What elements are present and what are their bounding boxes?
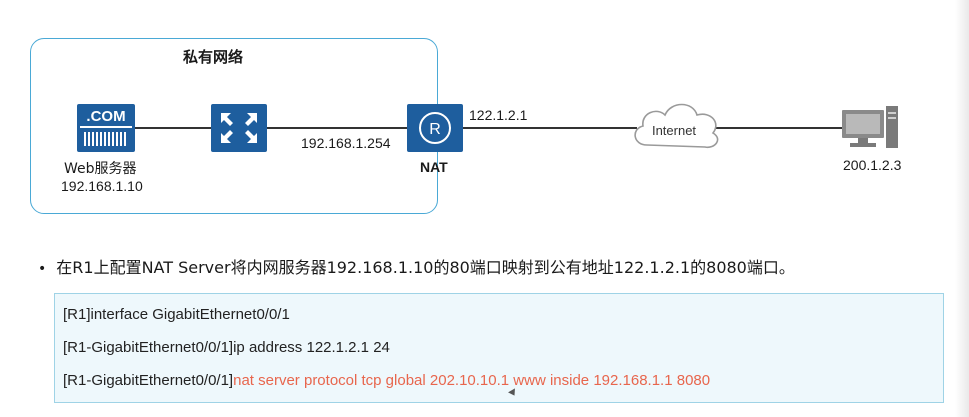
config-code-box: [R1]interface GigabitEthernet0/0/1 [R1-G… xyxy=(54,293,944,403)
description-line: • 在R1上配置NAT Server将内网服务器192.168.1.10的80端口… xyxy=(38,254,795,278)
link-server-switch xyxy=(134,127,212,129)
cloud-icon: Internet xyxy=(634,103,719,149)
switch xyxy=(211,104,267,152)
link-cloud-client xyxy=(713,127,843,129)
web-server-name: Web服务器 xyxy=(64,161,137,177)
link-switch-router xyxy=(266,127,408,129)
router-label: NAT xyxy=(420,159,448,175)
code-line-1: [R1]interface GigabitEthernet0/0/1 xyxy=(63,306,290,323)
switch-icon xyxy=(211,104,267,152)
client-computer xyxy=(840,104,900,150)
bullet-marker: • xyxy=(38,261,47,277)
router-icon: R xyxy=(407,104,463,152)
nat-router: R xyxy=(407,104,463,152)
client-ip: 200.1.2.3 xyxy=(843,157,902,173)
router-badge: R xyxy=(429,121,441,138)
computer-icon xyxy=(842,106,898,148)
web-server-ip: 192.168.1.10 xyxy=(61,178,143,194)
description-text: 在R1上配置NAT Server将内网服务器192.168.1.10的80端口映… xyxy=(56,258,795,277)
code-line-3-prefix: [R1-GigabitEthernet0/0/1] xyxy=(63,372,234,389)
internet-cloud: Internet xyxy=(627,95,723,155)
link-router-cloud xyxy=(462,127,637,129)
nat-server-command: nat server protocol tcp global 202.10.10… xyxy=(233,372,711,389)
code-line-3: [R1-GigabitEthernet0/0/1]nat server prot… xyxy=(63,372,710,389)
web-server: .COM xyxy=(77,104,135,152)
right-edge-shade xyxy=(955,0,969,417)
code-line-2: [R1-GigabitEthernet0/0/1]ip address 122.… xyxy=(63,339,390,356)
inside-ip-label: 192.168.1.254 xyxy=(301,135,391,151)
private-network-label: 私有网络 xyxy=(183,48,244,66)
server-badge: .COM xyxy=(86,108,125,125)
cloud-label: Internet xyxy=(652,123,696,138)
outside-ip-label: 122.1.2.1 xyxy=(469,107,528,123)
server-icon: .COM xyxy=(77,104,135,152)
